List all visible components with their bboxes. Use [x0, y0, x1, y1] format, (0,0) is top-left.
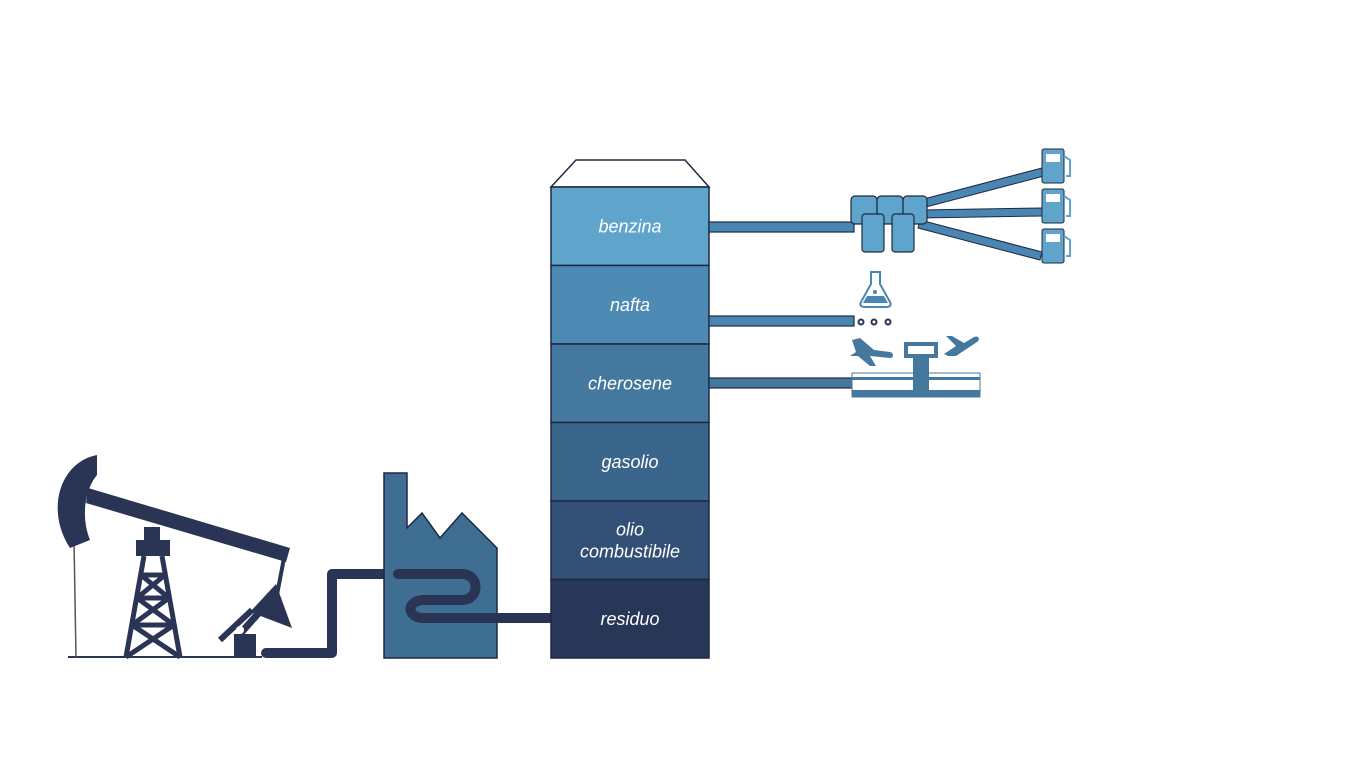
fraction-label-line: gasolio — [601, 452, 658, 472]
output-pipes — [708, 221, 855, 389]
flask-icon — [859, 271, 892, 308]
fraction-label-residuo: residuo — [600, 609, 659, 629]
nafta-pipe — [708, 315, 855, 327]
fraction-label-cherosene: cherosene — [588, 373, 672, 393]
fraction-label-line: benzina — [598, 216, 661, 236]
benzina-pipe — [708, 221, 855, 233]
fraction-label-line: olio — [616, 519, 644, 539]
crude-oil-pipe — [261, 569, 403, 658]
fuel-pump-icon — [1041, 148, 1071, 184]
fraction-label-benzina: benzina — [598, 216, 661, 236]
tower-section-gasolio — [550, 421, 710, 502]
fuel-distribution — [850, 148, 1071, 264]
drip-dots — [857, 318, 892, 326]
fraction-label-line: cherosene — [588, 373, 672, 393]
tower-section-benzina — [550, 186, 710, 267]
fuel-pump-icon — [1041, 228, 1071, 264]
factory-icon — [383, 472, 498, 659]
tower-section-nafta — [550, 264, 710, 345]
heating-coil-pipe — [393, 569, 555, 623]
cherosene-pipe — [708, 377, 855, 389]
oil-pump-jack-icon — [57, 455, 292, 660]
fuel-pump-icon — [1041, 188, 1071, 224]
airport-icon — [850, 336, 981, 398]
tower-section-residuo — [550, 578, 710, 659]
tower-section-cherosene — [550, 343, 710, 424]
tower-section-olio-combustibile — [550, 500, 710, 581]
fraction-label-gasolio: gasolio — [601, 452, 658, 472]
fraction-label-line: combustibile — [580, 541, 680, 561]
tower-roof — [549, 159, 711, 188]
fraction-label-line: residuo — [600, 609, 659, 629]
plane-takeoff-icon — [944, 336, 979, 356]
fraction-label-nafta: nafta — [610, 295, 650, 315]
fraction-label-line: nafta — [610, 295, 650, 315]
plane-landing-icon — [850, 338, 893, 366]
